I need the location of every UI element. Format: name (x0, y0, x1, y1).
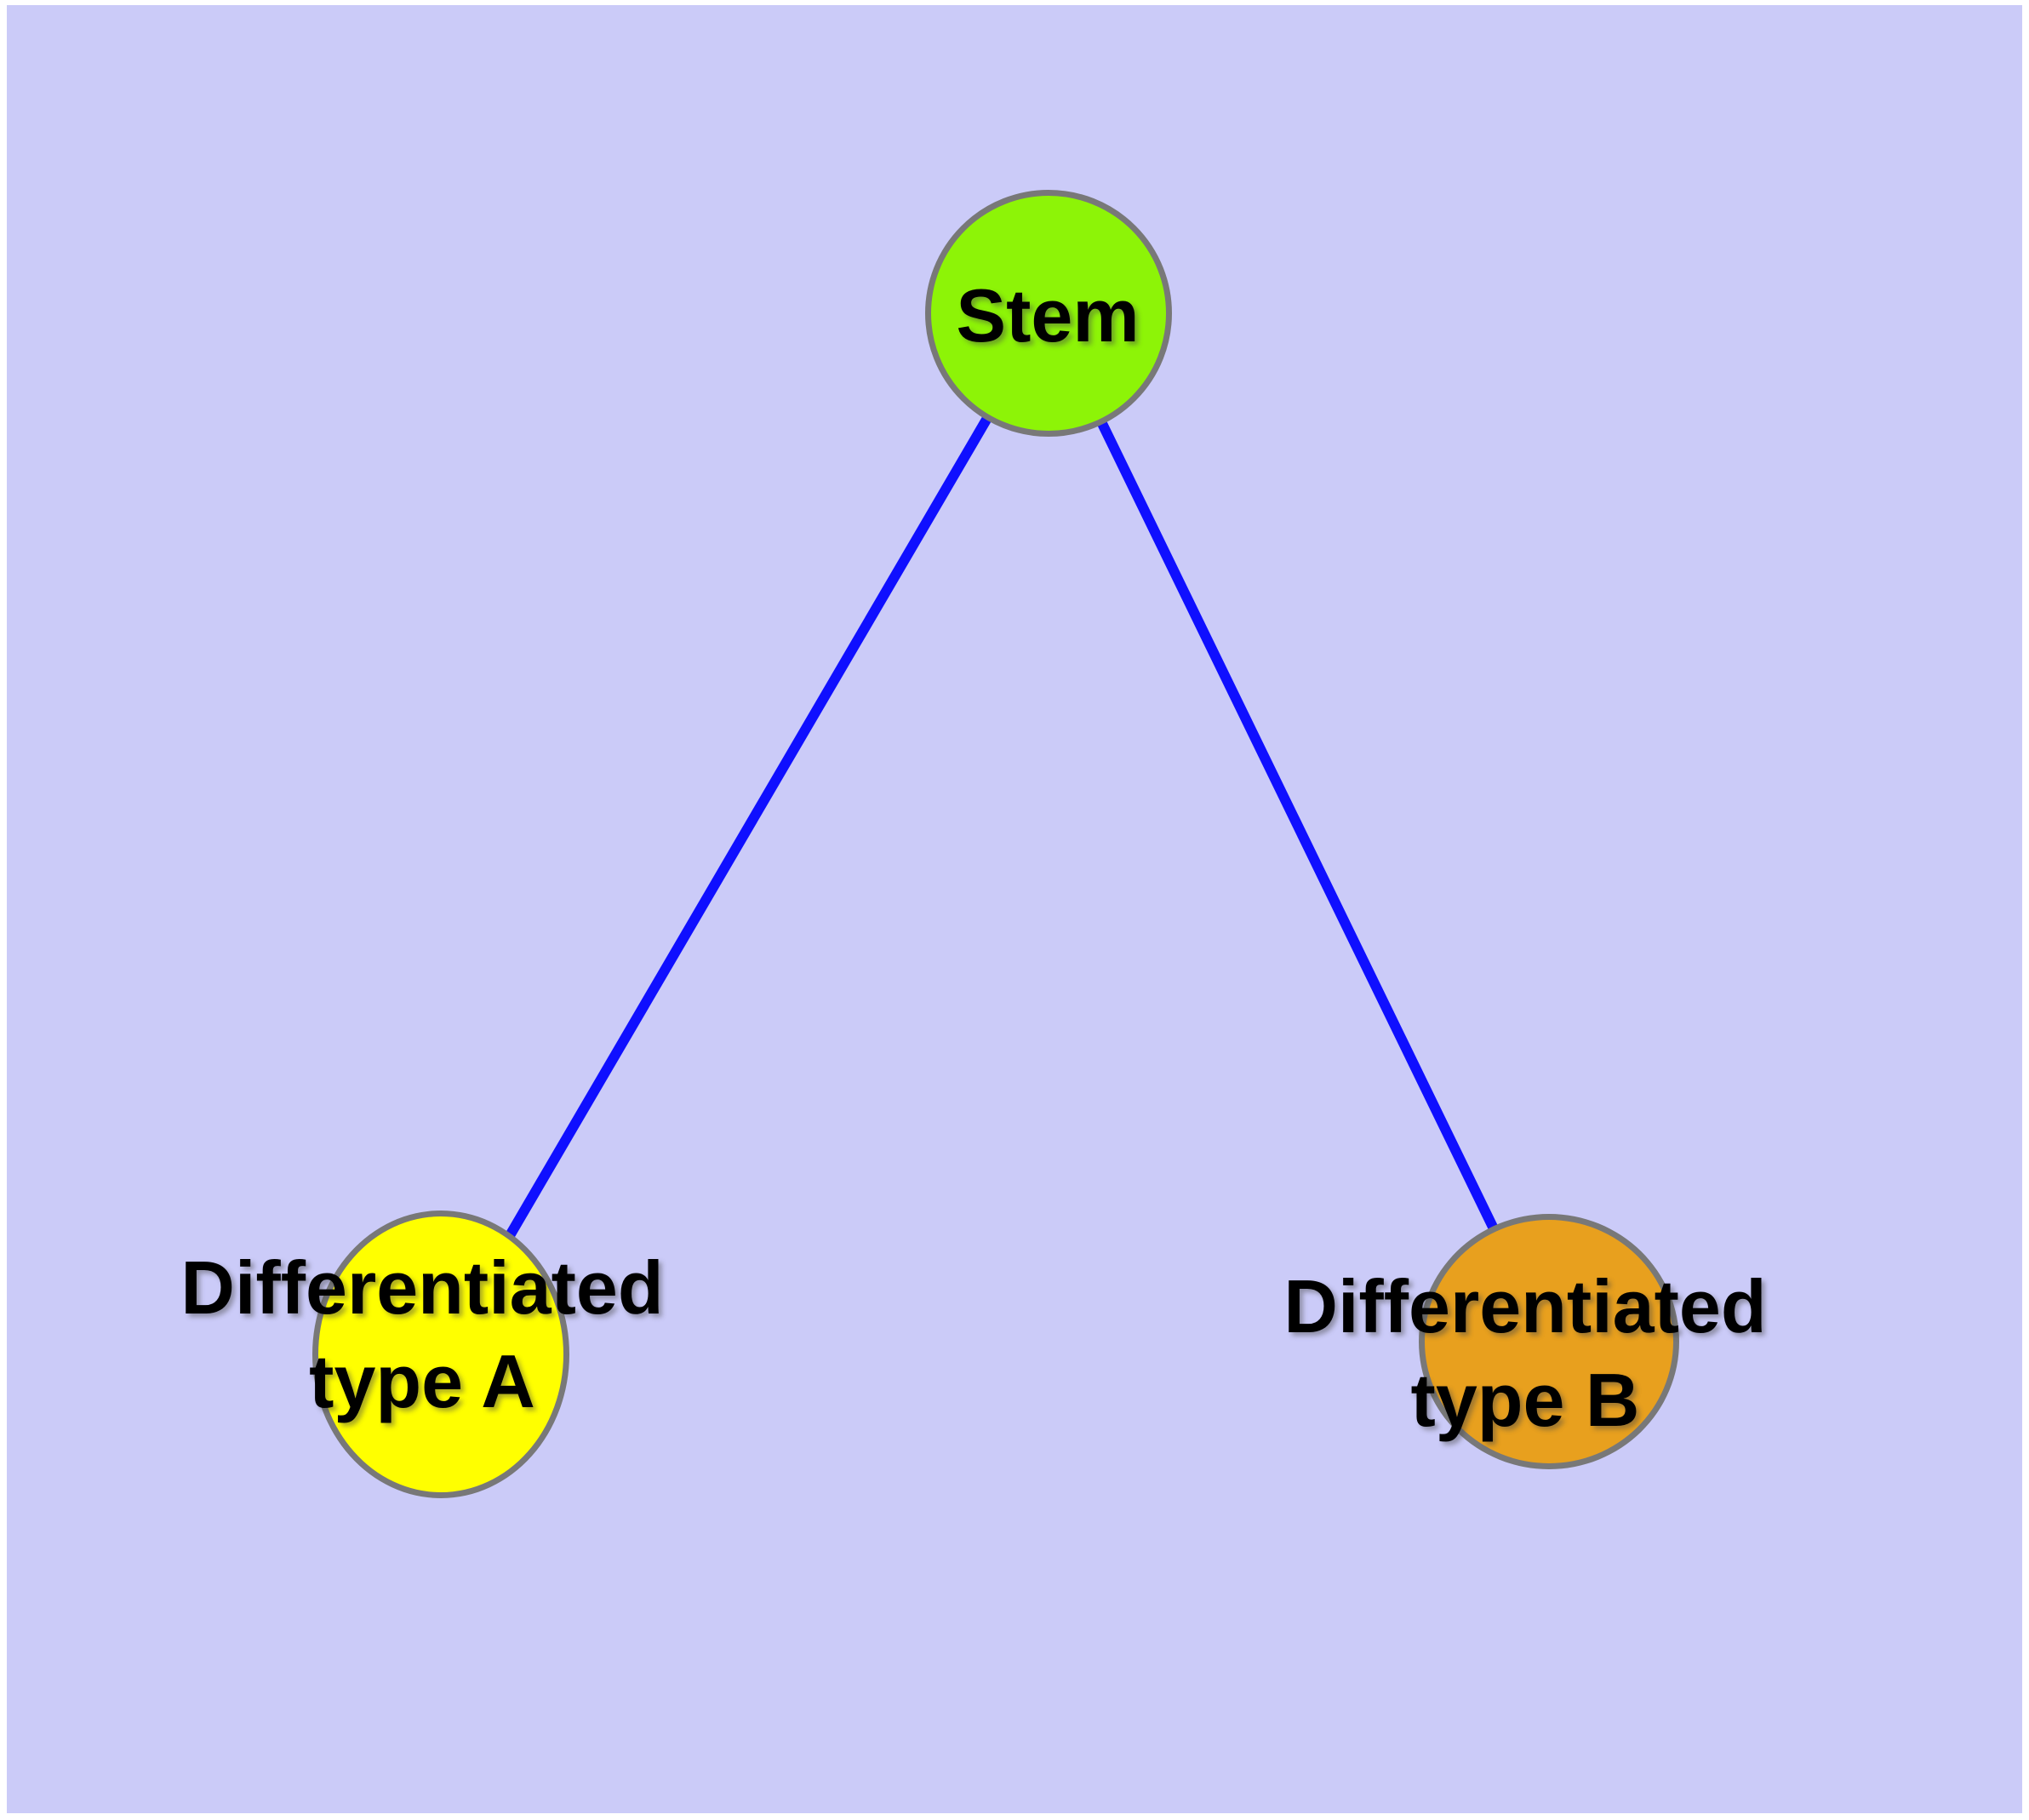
node-type-a-label: Differentiated type A (180, 1241, 663, 1428)
node-stem (925, 190, 1172, 437)
edge-stem-to-type-a (436, 310, 1054, 1357)
node-stem-label-line: Stem (956, 273, 1140, 358)
node-type-b-label: Differentiated type B (1283, 1260, 1766, 1447)
node-type-a-label-line2: type A (309, 1339, 535, 1423)
node-type-a-label-line1: Differentiated (180, 1245, 664, 1330)
node-type-a (312, 1210, 569, 1498)
node-type-b-label-line1: Differentiated (1283, 1264, 1767, 1348)
edge-stem-to-type-b (1043, 311, 1554, 1345)
node-type-b (1419, 1214, 1679, 1469)
node-type-b-label-line2: type B (1410, 1358, 1640, 1442)
node-stem-label: Stem (956, 269, 1139, 363)
